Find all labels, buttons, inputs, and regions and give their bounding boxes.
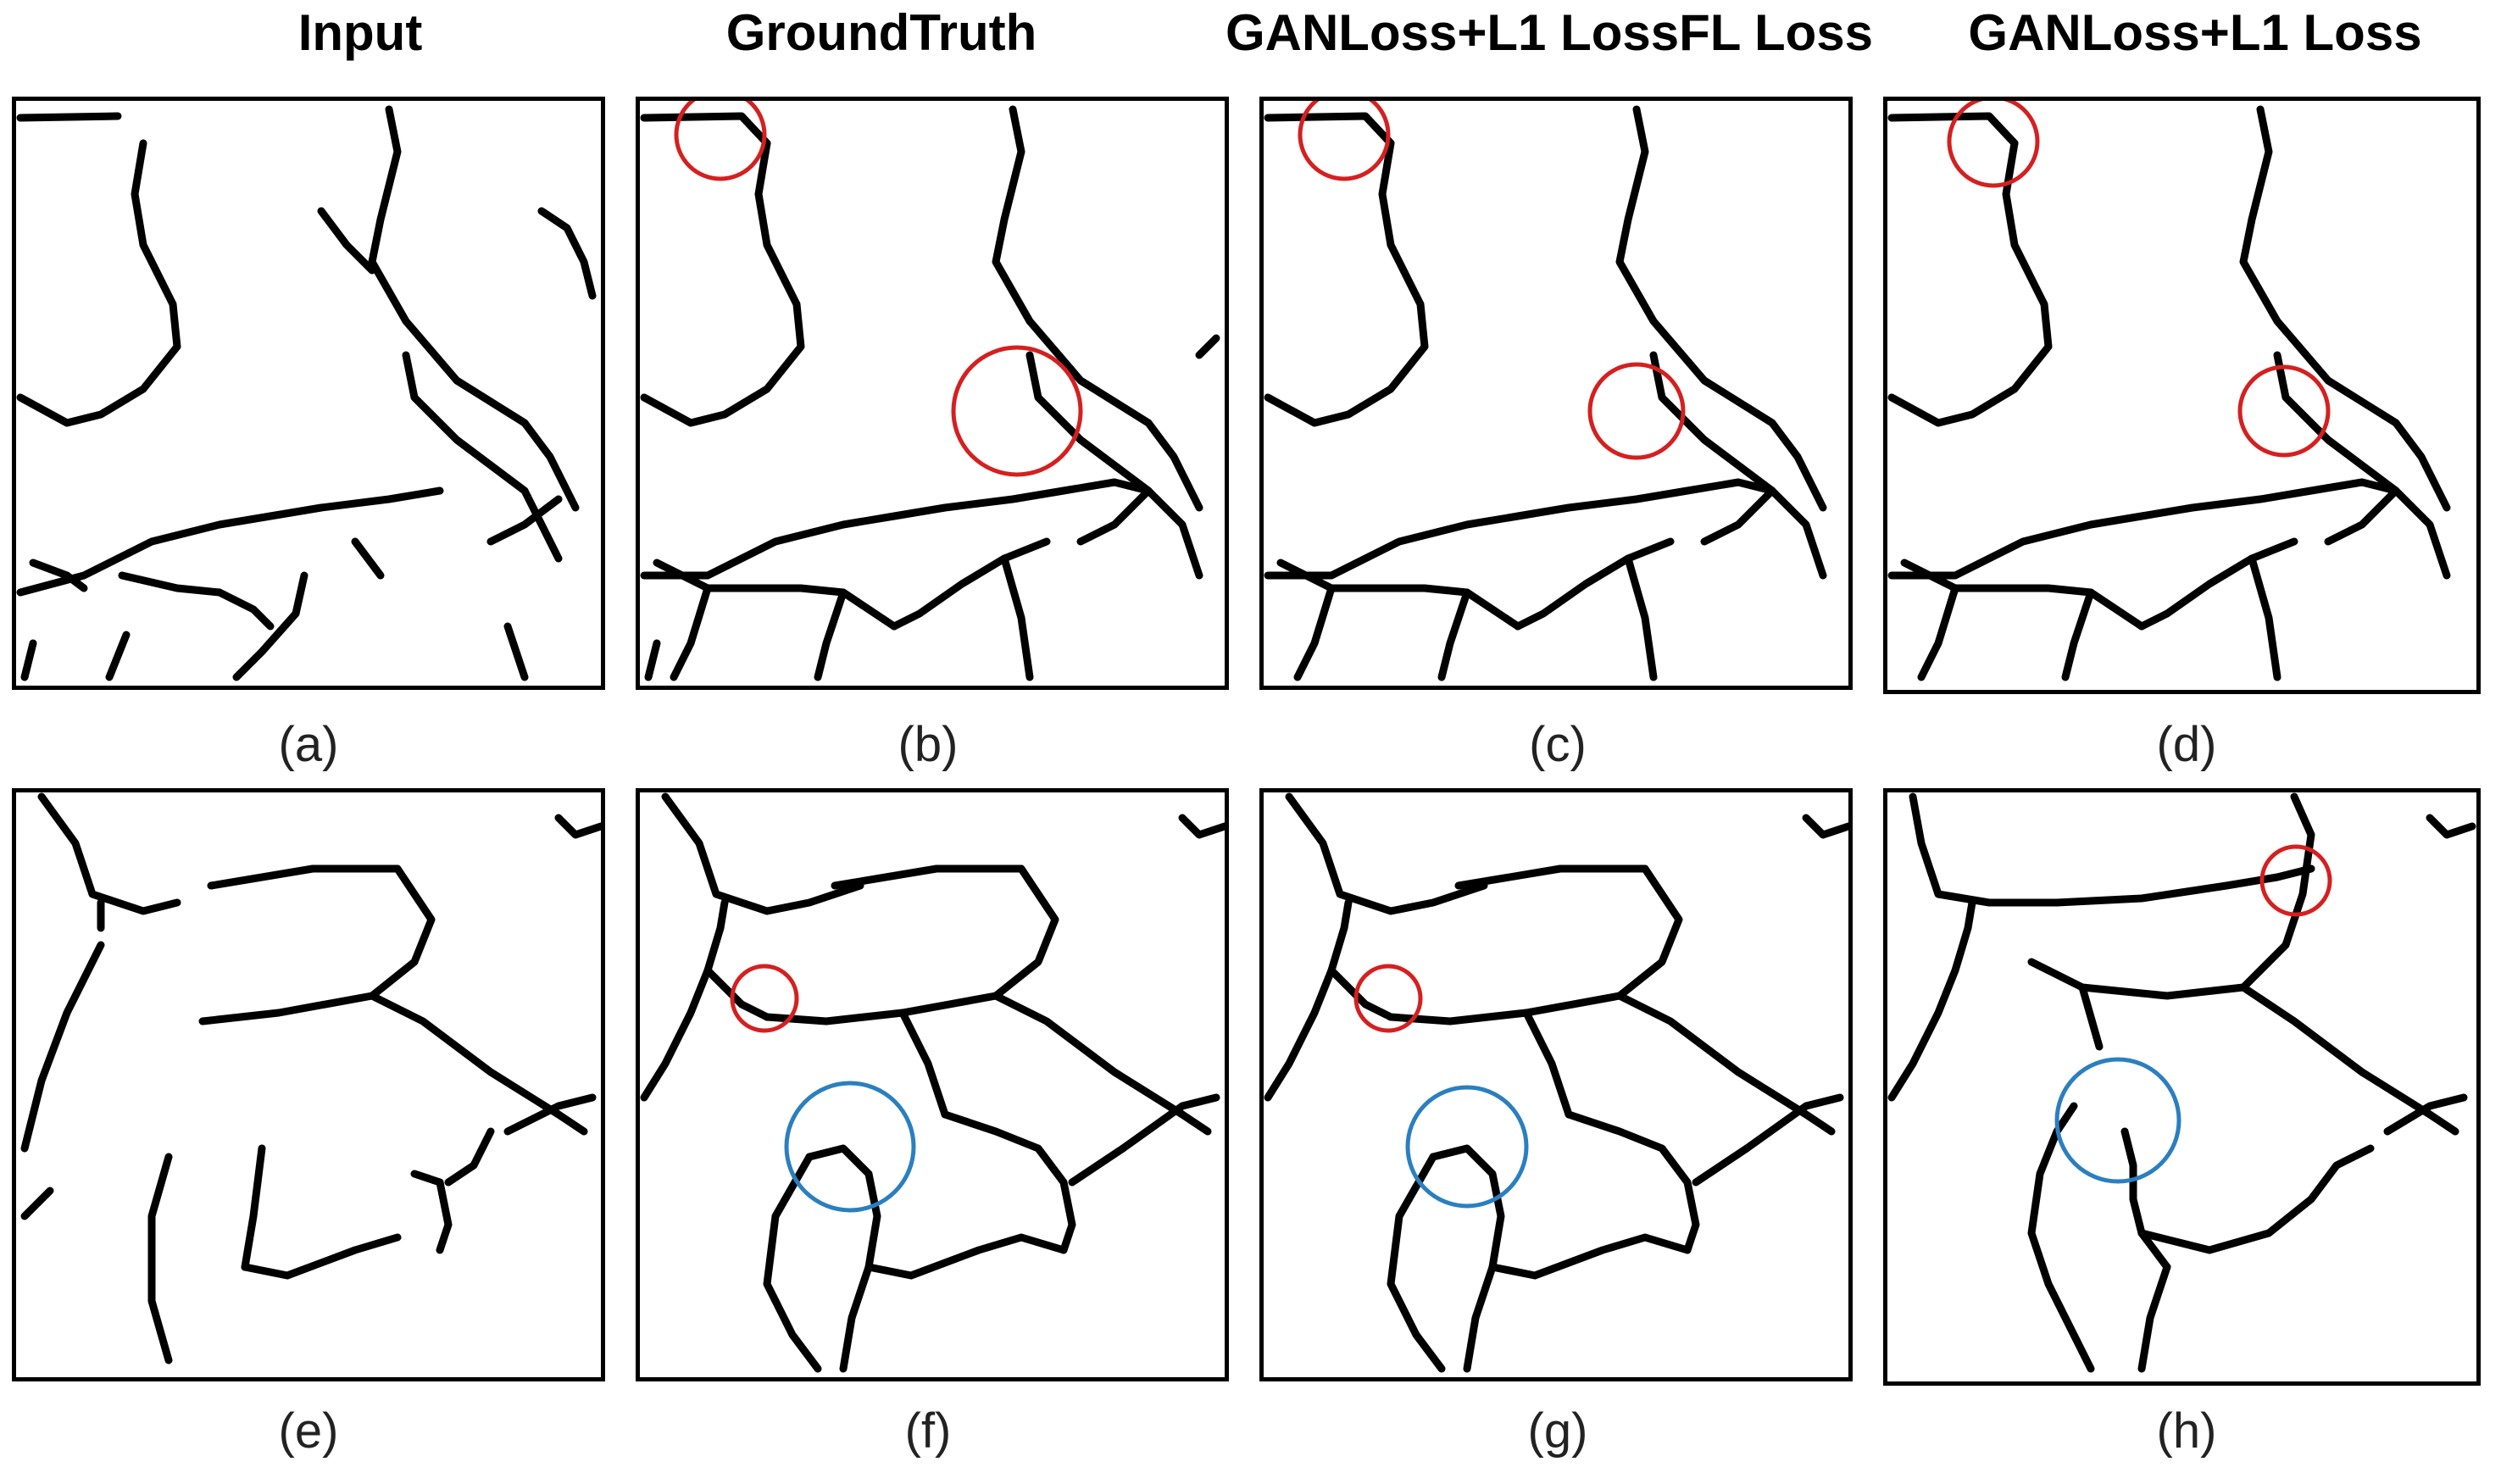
highlight-circle-h-red [2259,844,2332,917]
panel-c [1259,97,1853,690]
highlight-circle-g-red [1353,964,1423,1033]
caption-g: (g) [1527,1403,1588,1459]
column-title-ganloss-l1-fl: GANLoss+L1 LossFL Loss [1225,4,1874,61]
panel-b [636,97,1229,690]
highlight-circle-b-1 [674,101,767,181]
highlight-circle-c-2 [1587,362,1686,460]
panel-f [636,788,1229,1381]
caption-f: (f) [904,1403,952,1459]
caption-e: (e) [278,1403,339,1459]
panel-g [1259,788,1853,1381]
panel-h [1883,788,2481,1386]
highlight-circle-d-2 [2237,364,2331,458]
panel-a [12,97,605,690]
caption-b: (b) [898,717,959,772]
highlight-circle-b-2 [951,345,1083,477]
caption-a: (a) [278,717,339,772]
caption-h: (h) [2156,1403,2217,1459]
column-title-input: Input [297,4,423,61]
panel-e [12,788,605,1381]
highlight-circle-h-blue [2054,1057,2181,1184]
highlight-circle-d-1 [1947,101,2040,188]
column-title-ganloss-l1: GANLoss+L1 Loss [1968,4,2422,61]
column-title-groundtruth: GroundTruth [725,4,1037,61]
highlight-circle-g-blue [1405,1085,1529,1209]
highlight-circle-c-1 [1298,101,1391,181]
panel-d [1883,97,2481,694]
caption-c: (c) [1529,717,1587,772]
highlight-circle-f-blue [784,1081,916,1213]
highlight-circle-f-red [730,964,799,1033]
caption-d: (d) [2156,717,2217,772]
